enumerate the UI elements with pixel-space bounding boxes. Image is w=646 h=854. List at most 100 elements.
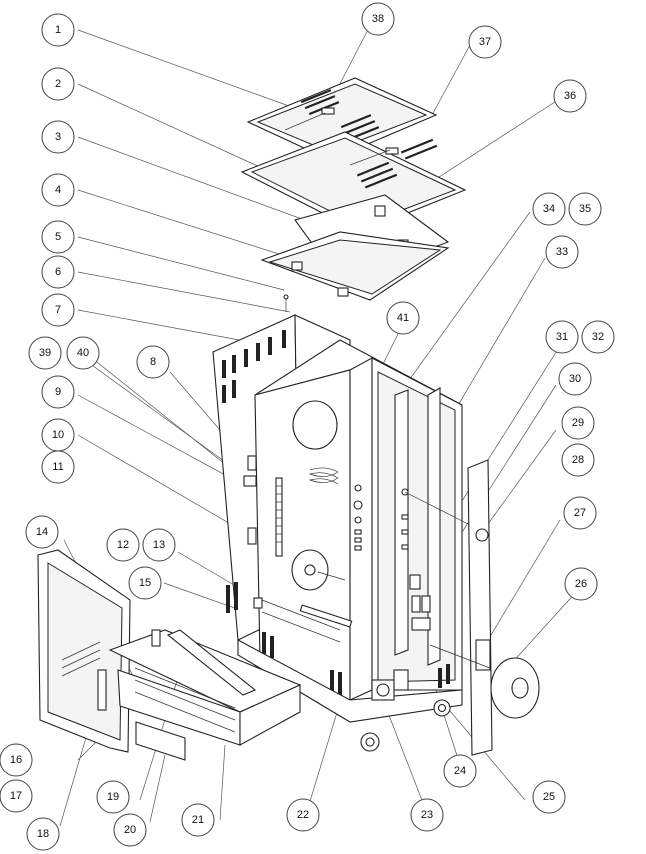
callout-number: 30 [569, 373, 581, 385]
callout-number: 23 [421, 809, 433, 821]
callout-number: 16 [10, 754, 22, 766]
callout-number: 25 [543, 791, 555, 803]
callout-6: 6 [41, 255, 75, 289]
callout-34: 34 [532, 192, 566, 226]
callout-number: 17 [10, 790, 22, 802]
callout-circle [41, 450, 75, 484]
callout-11: 11 [41, 450, 75, 484]
lower-top-plate [260, 231, 450, 301]
callout-number: 3 [55, 131, 61, 143]
callout-number: 8 [150, 356, 156, 368]
callout-circle [443, 754, 477, 788]
callout-number: 6 [55, 266, 61, 278]
callout-21: 21 [181, 803, 215, 837]
callout-15: 15 [128, 566, 162, 600]
callout-circle [561, 406, 595, 440]
callout-circle [558, 362, 592, 396]
callout-20: 20 [113, 813, 147, 847]
callout-38: 38 [361, 2, 395, 36]
callout-24: 24 [443, 754, 477, 788]
callout-circle [41, 67, 75, 101]
callout-26: 26 [564, 567, 598, 601]
callout-number: 9 [55, 386, 61, 398]
callout-circle [28, 336, 62, 370]
callout-1: 1 [41, 13, 75, 47]
callout-circle [106, 528, 140, 562]
callout-10: 10 [41, 418, 75, 452]
callout-circle [532, 780, 566, 814]
callout-number: 26 [575, 578, 587, 590]
callout-circle [41, 375, 75, 409]
callout-8: 8 [136, 345, 170, 379]
callout-circle [41, 220, 75, 254]
callout-circle [142, 528, 176, 562]
caster-wheels [360, 699, 451, 752]
callout-number: 32 [592, 331, 604, 343]
callout-17: 17 [0, 779, 33, 813]
callout-number: 14 [36, 526, 48, 538]
callout-number: 24 [454, 765, 466, 777]
side-door-strip [429, 459, 493, 756]
callout-28: 28 [561, 443, 595, 477]
callout-2: 2 [41, 67, 75, 101]
callout-number: 37 [479, 36, 491, 48]
callout-number: 36 [564, 90, 576, 102]
callout-circle [361, 2, 395, 36]
callout-19: 19 [96, 780, 130, 814]
callout-14: 14 [25, 515, 59, 549]
callout-31: 31 [545, 320, 579, 354]
callout-27: 27 [563, 496, 597, 530]
callout-number: 12 [117, 539, 129, 551]
callout-circle [25, 515, 59, 549]
callout-41: 41 [386, 301, 420, 335]
callout-number: 1 [55, 24, 61, 36]
callout-circle [41, 255, 75, 289]
callout-35: 35 [568, 192, 602, 226]
callout-36: 36 [553, 79, 587, 113]
callout-number: 20 [124, 824, 136, 836]
callout-circle [581, 320, 615, 354]
callout-circle [41, 120, 75, 154]
callout-37: 37 [468, 25, 502, 59]
callout-number: 19 [107, 791, 119, 803]
cabinet-body [212, 314, 463, 723]
callout-circle [532, 192, 566, 226]
callout-number: 34 [543, 203, 555, 215]
callout-number: 22 [297, 809, 309, 821]
callout-number: 33 [556, 246, 568, 258]
callout-number: 10 [52, 429, 64, 441]
callout-number: 2 [55, 78, 61, 90]
callout-9: 9 [41, 375, 75, 409]
callout-number: 29 [572, 417, 584, 429]
screw [283, 294, 289, 312]
callout-number: 35 [579, 203, 591, 215]
callout-25: 25 [532, 780, 566, 814]
bottom-drawer [108, 629, 302, 761]
callout-number: 31 [556, 331, 568, 343]
callout-number: 4 [55, 184, 61, 196]
callout-number: 11 [52, 461, 63, 473]
callout-23: 23 [410, 798, 444, 832]
callout-circle [26, 817, 60, 851]
callout-number: 5 [55, 231, 61, 243]
callout-7: 7 [41, 293, 75, 327]
callout-29: 29 [561, 406, 595, 440]
top-frame-panel [240, 131, 467, 233]
callout-5: 5 [41, 220, 75, 254]
callout-32: 32 [581, 320, 615, 354]
callout-number: 39 [39, 347, 51, 359]
callout-circle [128, 566, 162, 600]
callout-circle [545, 235, 579, 269]
callout-39: 39 [28, 336, 62, 370]
motor-assembly [371, 669, 409, 701]
callout-number: 21 [192, 814, 204, 826]
callout-circle [113, 813, 147, 847]
callout-number: 13 [153, 539, 165, 551]
callout-circle [564, 567, 598, 601]
callout-number: 27 [574, 507, 586, 519]
fan-disc [490, 657, 540, 719]
callout-18: 18 [26, 817, 60, 851]
callout-circle [468, 25, 502, 59]
callout-circle [386, 301, 420, 335]
